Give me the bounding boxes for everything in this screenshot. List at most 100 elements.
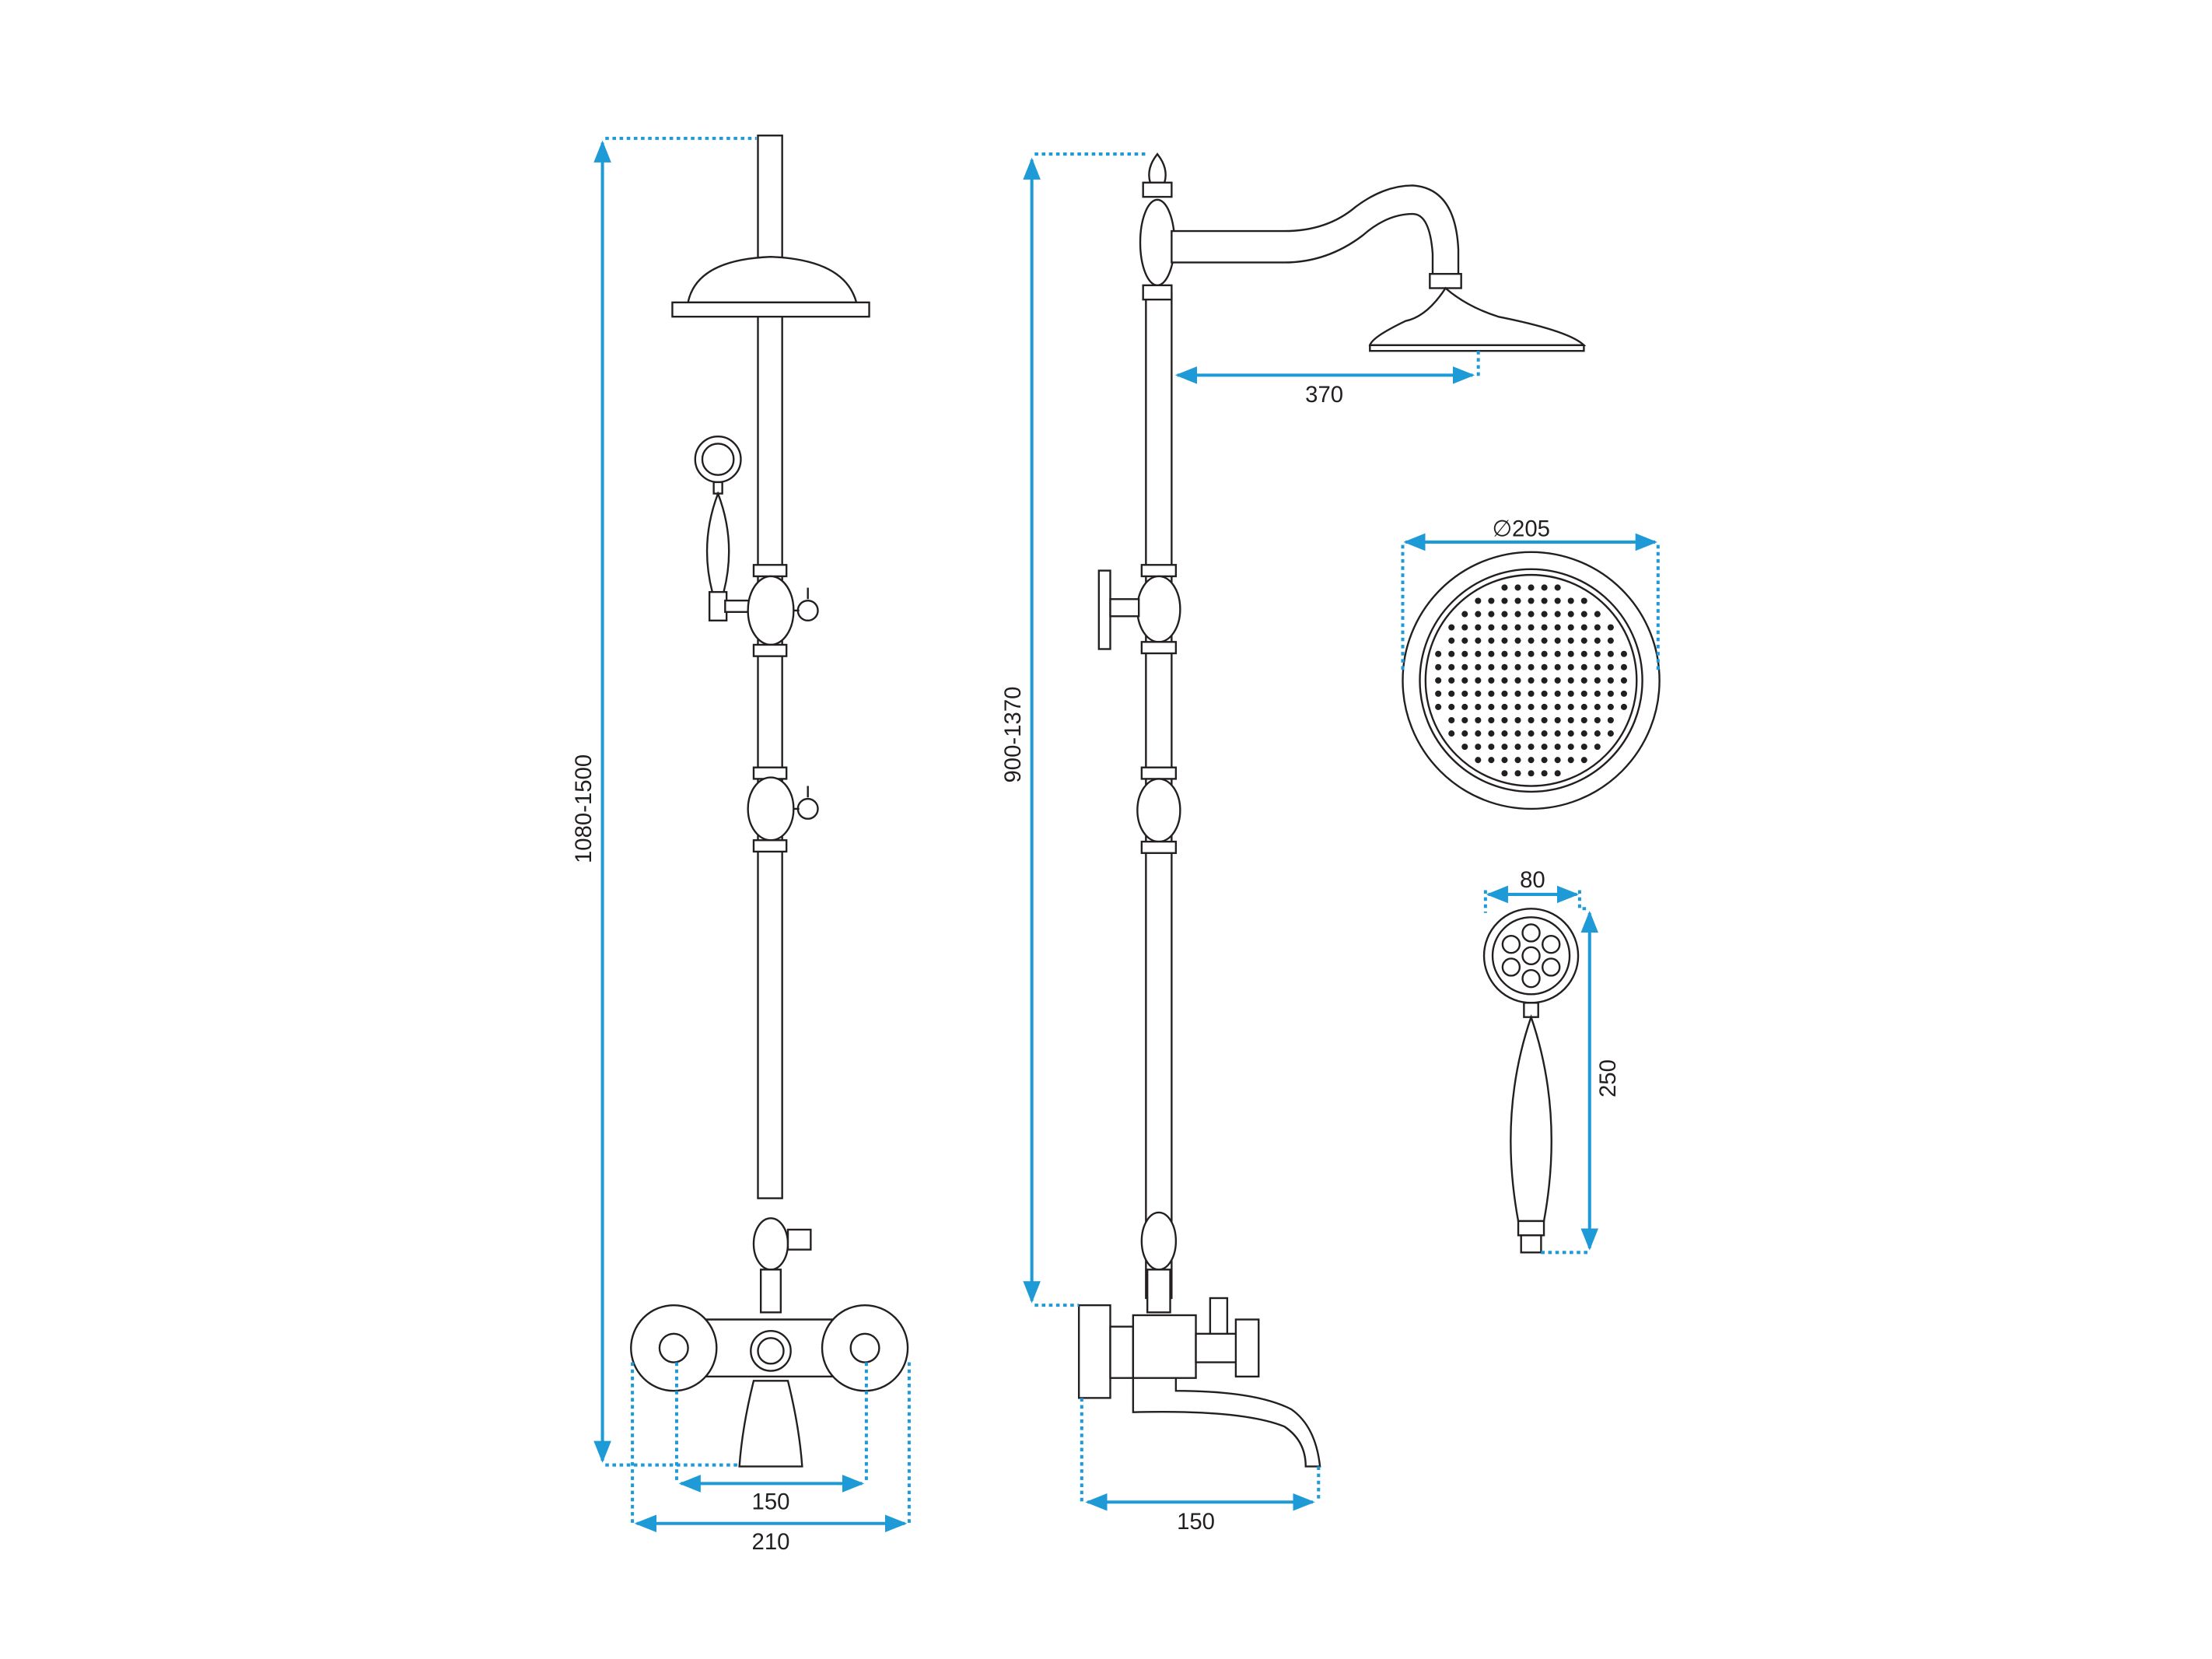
spray-hole (1448, 690, 1455, 697)
spray-hole (1448, 703, 1455, 710)
spray-hole (1554, 757, 1561, 764)
spray-hole (1488, 690, 1495, 697)
spray-hole (1475, 744, 1482, 751)
spray-hole (1501, 690, 1508, 697)
spray-hole (1461, 690, 1468, 697)
spray-hole (1448, 730, 1455, 737)
spray-hole (1514, 703, 1521, 710)
spray-hole (1567, 663, 1574, 670)
side-rain-shower-head (1368, 272, 1587, 352)
spray-hole (1567, 730, 1574, 737)
spray-hole (1554, 690, 1561, 697)
side-dimensions: 900-1370 370 150 (1000, 152, 1480, 1535)
spray-hole (1514, 597, 1521, 604)
spray-hole (1554, 677, 1561, 684)
spray-hole (1580, 650, 1587, 657)
spray-hole (1448, 624, 1455, 631)
spray-hole (1461, 611, 1468, 618)
spray-hole (1488, 624, 1495, 631)
spray-hole (1567, 624, 1574, 631)
spray-hole (1528, 611, 1535, 618)
side-slider (1097, 564, 1181, 655)
spray-hole (1488, 716, 1495, 724)
spray-hole (1528, 677, 1535, 684)
spray-hole (1501, 597, 1508, 604)
spray-hole (1541, 584, 1548, 591)
spray-hole (1461, 677, 1468, 684)
spray-hole (1461, 716, 1468, 724)
spray-hole (1580, 757, 1587, 764)
spray-hole (1528, 770, 1535, 777)
spray-hole (1514, 730, 1521, 737)
side-mixer (1077, 1211, 1321, 1468)
spray-hole (1488, 703, 1495, 710)
spray-hole (1607, 690, 1614, 697)
spray-hole (1541, 611, 1548, 618)
shower-head-diameter-label: ∅205 (1492, 516, 1549, 542)
spray-hole (1488, 597, 1495, 604)
spray-hole (1541, 716, 1548, 724)
spray-hole (1475, 730, 1482, 737)
hand-shower-nozzles (1501, 923, 1561, 989)
spray-hole (1541, 650, 1548, 657)
spray-hole (1528, 744, 1535, 751)
spray-hole (1514, 716, 1521, 724)
spray-hole (1475, 637, 1482, 644)
spray-hole (1554, 730, 1561, 737)
side-valve (1136, 766, 1181, 854)
front-mixer (630, 1217, 909, 1468)
spray-hole (1554, 637, 1561, 644)
spray-hole (1567, 611, 1574, 618)
spray-hole (1528, 703, 1535, 710)
side-height-label: 900-1370 (1000, 687, 1026, 783)
spray-hole (1488, 637, 1495, 644)
spray-hole (1475, 597, 1482, 604)
front-width-label: 210 (752, 1529, 790, 1555)
spray-hole (1567, 637, 1574, 644)
front-rain-shower-head (671, 255, 870, 318)
spray-hole (1594, 663, 1601, 670)
front-handle-spacing-label: 150 (752, 1489, 790, 1514)
spray-hole (1475, 624, 1482, 631)
spray-hole (1501, 584, 1508, 591)
spray-hole (1528, 597, 1535, 604)
spray-hole (1528, 716, 1535, 724)
spray-hole (1528, 730, 1535, 737)
spray-hole (1475, 677, 1482, 684)
spray-hole (1501, 611, 1508, 618)
spray-hole (1528, 624, 1535, 631)
spray-hole (1514, 637, 1521, 644)
spray-hole (1448, 663, 1455, 670)
front-diverter-valve (747, 766, 819, 853)
spray-hole (1567, 757, 1574, 764)
spray-hole (1514, 677, 1521, 684)
spray-hole (1620, 650, 1627, 657)
spray-hole (1514, 744, 1521, 751)
spray-hole (1448, 716, 1455, 724)
spray-hole (1541, 677, 1548, 684)
spray-hole (1488, 677, 1495, 684)
spray-hole (1580, 703, 1587, 710)
spray-hole (1567, 744, 1574, 751)
spray-hole (1514, 650, 1521, 657)
spray-hole (1594, 730, 1601, 737)
spray-hole (1580, 663, 1587, 670)
spray-hole (1501, 757, 1508, 764)
spray-hole (1554, 611, 1561, 618)
spray-hole (1607, 637, 1614, 644)
hand-shower-length-label: 250 (1595, 1059, 1621, 1097)
spray-hole (1475, 716, 1482, 724)
spray-hole (1528, 637, 1535, 644)
spray-hole (1594, 716, 1601, 724)
spray-hole (1580, 716, 1587, 724)
spray-hole (1475, 663, 1482, 670)
spray-hole (1528, 690, 1535, 697)
spray-hole (1501, 663, 1508, 670)
spray-hole (1607, 624, 1614, 631)
front-height-label: 1080-1500 (571, 754, 597, 863)
front-hand-shower (694, 436, 758, 622)
spray-hole (1488, 744, 1495, 751)
spray-hole (1607, 650, 1614, 657)
spray-hole (1567, 690, 1574, 697)
